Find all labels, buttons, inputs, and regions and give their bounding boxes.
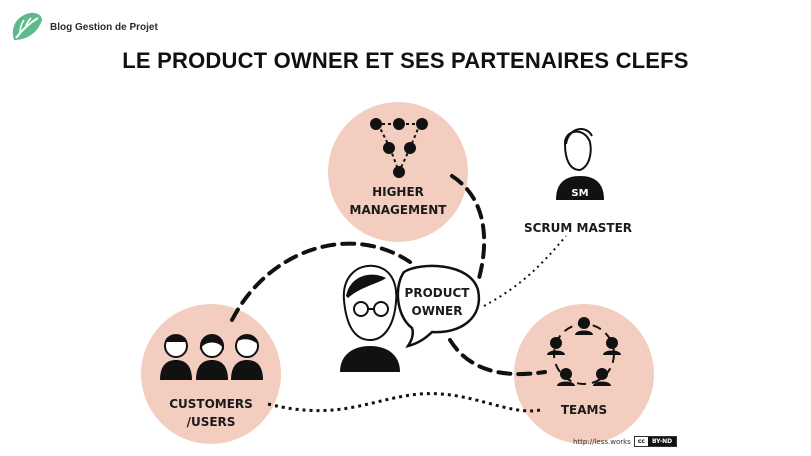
brand-name: Blog Gestion de Projet	[50, 21, 158, 33]
team-ring-icon	[547, 317, 621, 386]
leaf-logo-icon	[12, 12, 42, 41]
customers-label-1: CUSTOMERS	[169, 397, 253, 411]
brand-logo[interactable]: Blog Gestion de Projet	[8, 10, 158, 44]
product-owner-label-1: PRODUCT	[405, 286, 471, 300]
link-customers-teams	[267, 392, 541, 413]
page-title: LE PRODUCT OWNER ET SES PARTENAIRES CLEF…	[122, 48, 689, 73]
customers-people-icon	[160, 334, 263, 380]
customers-label-2: /USERS	[187, 415, 236, 429]
higher-management-label-2: MANAGEMENT	[350, 203, 448, 217]
credit-url[interactable]: http://less.works	[573, 437, 631, 446]
cc-license-badge: cc BY-ND	[633, 436, 678, 447]
link-customers-management	[230, 241, 412, 322]
scrum-master-badge: SM	[571, 188, 588, 199]
teams-label: TEAMS	[561, 403, 607, 417]
hierarchy-icon	[370, 118, 428, 178]
cc-icon: cc	[634, 438, 648, 445]
product-owner-person-icon	[340, 264, 400, 372]
product-owner-speech-bubble	[396, 264, 481, 348]
link-po-teams	[448, 338, 547, 376]
scrum-master-label: SCRUM MASTER	[524, 221, 632, 235]
teams-circle	[514, 304, 654, 444]
link-po-scrum-master	[483, 235, 567, 307]
scrum-master-person-icon	[556, 128, 604, 200]
link-management-po	[450, 174, 487, 284]
license-label: BY-ND	[647, 437, 677, 446]
credit: http://less.works cc BY-ND	[573, 436, 678, 447]
higher-management-label-1: HIGHER	[372, 185, 424, 199]
product-owner-label-2: OWNER	[412, 304, 463, 318]
